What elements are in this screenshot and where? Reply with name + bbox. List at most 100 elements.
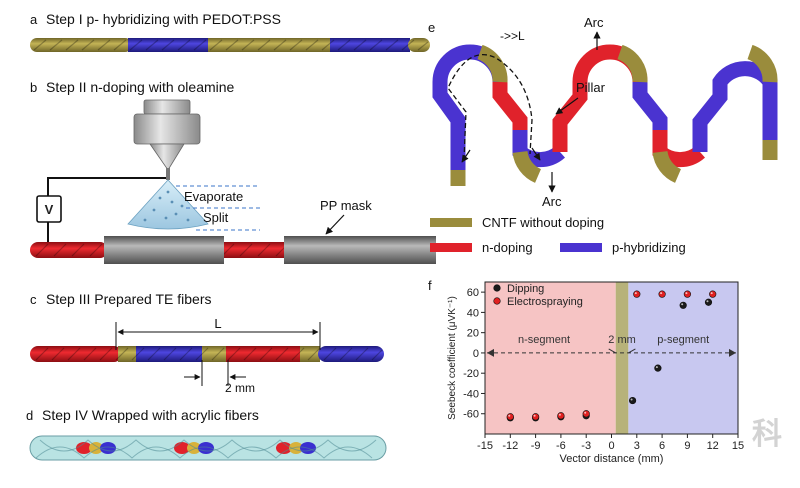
- te-segment-1: [76, 442, 116, 454]
- x-tick-label: -15: [477, 440, 493, 452]
- zero-arrow-mid-b: [628, 348, 636, 354]
- panel-a: a Step I p- hybridizing with PEDOT:PSS: [30, 11, 430, 52]
- period-dimension: L: [115, 316, 321, 350]
- zero-arrow-right: [729, 348, 736, 357]
- y-tick-label: 40: [467, 307, 479, 319]
- evaporate-label: Evaporate: [184, 189, 243, 204]
- fiber-a-pdoped-2: [330, 38, 410, 52]
- panel-c: c Step III Prepared TE fibers L 2 mm: [30, 291, 384, 395]
- voltage-symbol: V: [45, 202, 54, 217]
- x-tick-label: 15: [732, 440, 744, 452]
- fiber-d: [29, 435, 387, 461]
- pillar-label: Pillar: [576, 80, 606, 95]
- x-tick-label: -6: [556, 440, 566, 452]
- zero-arrow-left: [487, 348, 494, 357]
- pp-mask-label: PP mask: [320, 198, 372, 213]
- point-highlight: [706, 300, 709, 303]
- legend-e: CNTF without doping n-doping p-hybridizi…: [430, 215, 686, 255]
- point-electrospraying: [506, 413, 514, 421]
- te-segment-3: [276, 442, 316, 454]
- serpentine-fiber: [432, 44, 778, 186]
- point-highlight: [710, 292, 713, 295]
- fiber-a: [30, 38, 430, 52]
- point-highlight: [584, 411, 587, 414]
- legend-n-label: n-doping: [482, 240, 533, 255]
- point-dipping: [654, 364, 662, 372]
- electrospray-nozzle: [133, 99, 201, 180]
- point-highlight: [558, 413, 561, 416]
- legend-undoped-swatch: [430, 218, 472, 227]
- y-axis-label: Seebeck coefficient (μVK⁻¹): [447, 296, 458, 420]
- pp-mask-2: [284, 236, 436, 264]
- segment-label: 2 mm: [225, 381, 255, 395]
- arc-top-label: Arc: [584, 15, 604, 30]
- panel-f-letter: f: [428, 278, 432, 293]
- fiber-a-undoped-right: [408, 38, 430, 52]
- pp-mask-arrow: [325, 214, 345, 235]
- point-electrospraying: [709, 290, 717, 298]
- panel-b-title: Step II n-doping with oleamine: [46, 79, 235, 95]
- voltage-source: [36, 195, 62, 223]
- panel-d: d Step IV Wrapped with acrylic fibers: [26, 407, 387, 461]
- point-highlight: [533, 414, 536, 417]
- watermark: 科: [752, 418, 782, 451]
- point-highlight: [634, 292, 637, 295]
- panel-a-letter: a: [30, 12, 38, 27]
- x-tick-label: 0: [608, 440, 614, 452]
- point-electrospraying: [582, 410, 590, 418]
- y-tick-label: -60: [463, 409, 479, 421]
- y-tick-label: -40: [463, 388, 479, 400]
- panel-b-letter: b: [30, 80, 37, 95]
- zero-arrow-mid-a: [608, 348, 616, 354]
- arc-bottom-label: Arc: [542, 194, 562, 209]
- point-electrospraying: [531, 413, 540, 421]
- legend-marker-0: [493, 284, 501, 292]
- point-dipping: [679, 301, 687, 309]
- fiber-a-undoped-mid: [208, 38, 332, 52]
- fiber-c: [30, 346, 384, 362]
- pillar-arrow: [555, 97, 579, 115]
- point-highlight: [685, 292, 688, 295]
- period-text: ->>L: [500, 29, 525, 43]
- point-electrospraying: [633, 290, 641, 298]
- x-axis-label: Vector distance (mm): [560, 453, 664, 465]
- region-label-n: n-segment: [518, 334, 570, 346]
- point-electrospraying: [658, 290, 666, 298]
- x-tick-label: 3: [634, 440, 640, 452]
- panel-a-title: Step I p- hybridizing with PEDOT:PSS: [46, 11, 281, 27]
- legend-marker-1: [493, 297, 501, 305]
- point-highlight: [508, 414, 511, 417]
- legend-label-0: Dipping: [507, 283, 544, 295]
- legend-n-swatch: [430, 243, 472, 252]
- x-tick-label: 9: [684, 440, 690, 452]
- spray-cone: [127, 179, 209, 230]
- x-tick-label: 6: [659, 440, 665, 452]
- panel-d-title: Step IV Wrapped with acrylic fibers: [42, 407, 259, 423]
- region-label-p: p-segment: [657, 334, 709, 346]
- point-highlight: [630, 398, 633, 401]
- pp-mask-1: [104, 236, 224, 264]
- split-label: Split: [203, 210, 229, 225]
- y-tick-label: -20: [463, 368, 479, 380]
- period-label: L: [214, 316, 221, 331]
- panel-e: e ->>L Arc Pillar Arc: [428, 15, 778, 255]
- x-tick-label: -3: [581, 440, 591, 452]
- point-electrospraying: [557, 412, 565, 420]
- legend-p-label: p-hybridizing: [612, 240, 686, 255]
- point-highlight: [660, 292, 663, 295]
- panel-e-letter: e: [428, 20, 435, 35]
- y-tick-label: 0: [473, 348, 479, 360]
- legend-undoped-label: CNTF without doping: [482, 215, 604, 230]
- point-highlight: [655, 366, 658, 369]
- fiber-a-pdoped-1: [128, 38, 210, 52]
- segment-dimension: 2 mm: [184, 360, 255, 395]
- legend-label-1: Electrospraying: [507, 296, 583, 308]
- period-path: [447, 53, 533, 161]
- legend-p-swatch: [560, 243, 602, 252]
- x-tick-label: -12: [502, 440, 518, 452]
- point-highlight: [681, 303, 684, 306]
- panel-c-title: Step III Prepared TE fibers: [46, 291, 212, 307]
- point-electrospraying: [683, 290, 692, 298]
